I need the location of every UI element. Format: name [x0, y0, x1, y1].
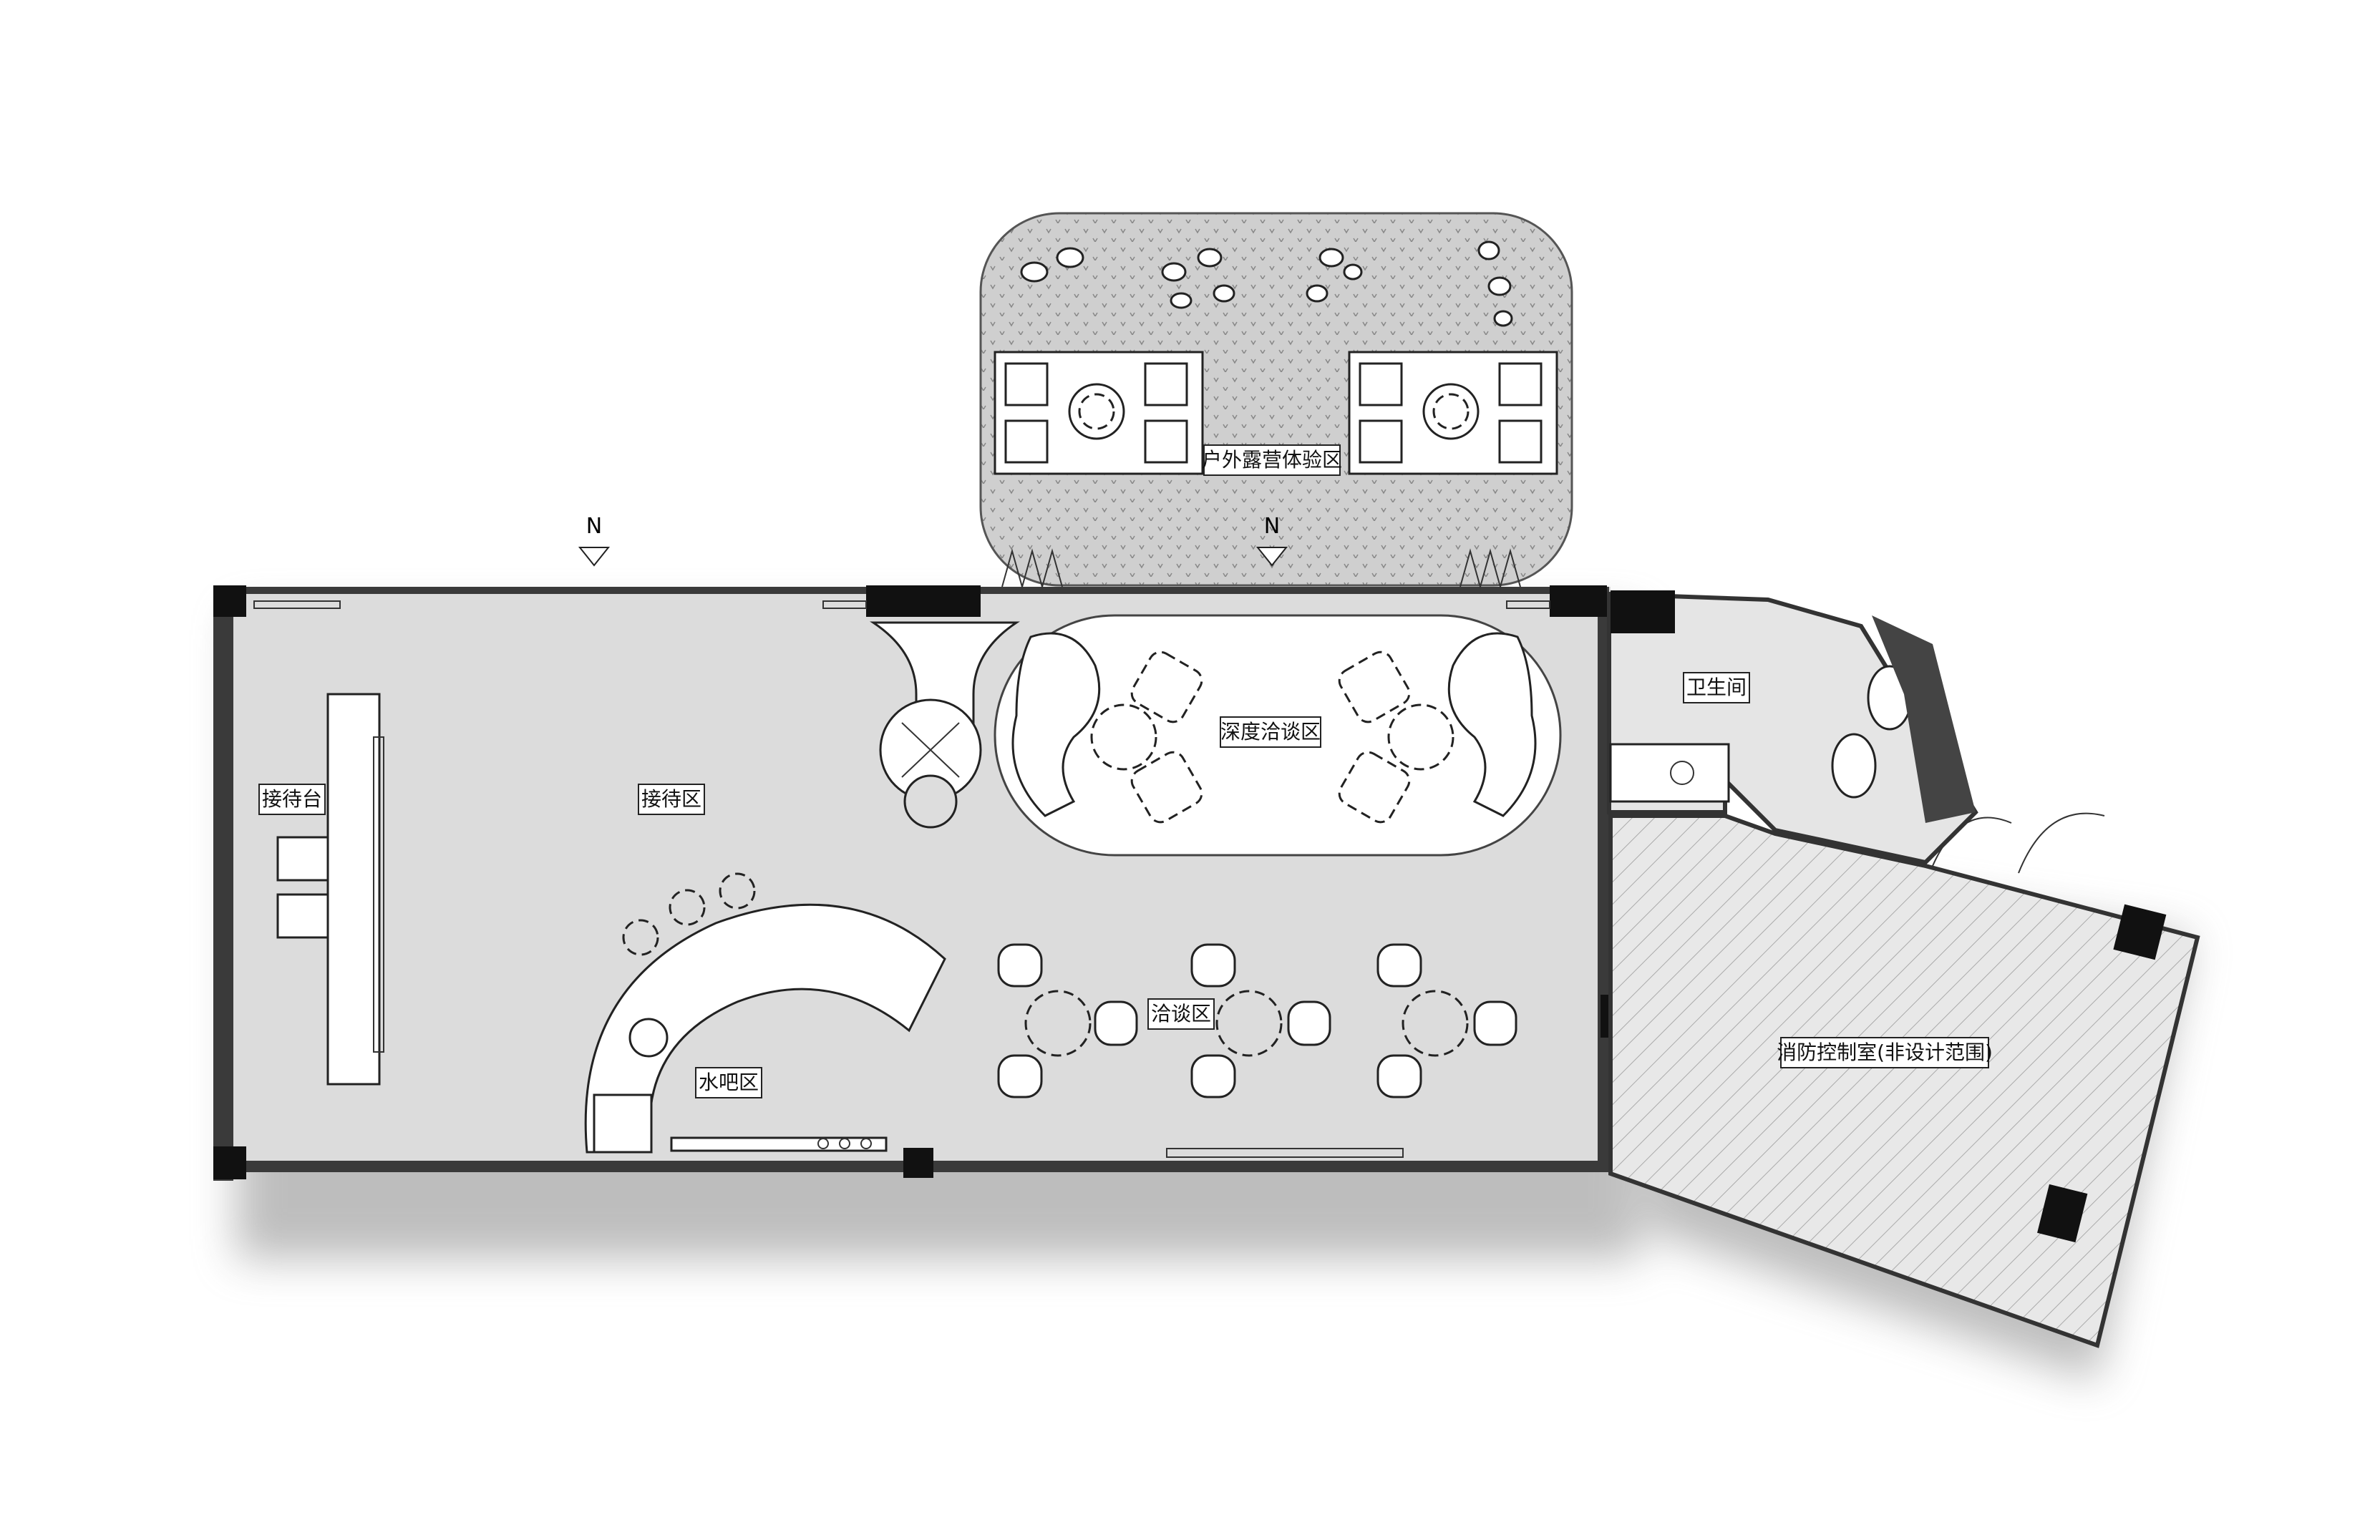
- zone-label-water-bar: 水吧区: [695, 1067, 762, 1098]
- svg-text:户外露营体验区: 户外露营体验区: [1202, 448, 1342, 472]
- restroom: [1607, 590, 1978, 865]
- stepping-stones: [1020, 240, 1513, 327]
- zone-label-fire-control: 消防控制室(非设计范围): [1777, 1037, 1993, 1068]
- water-bar-counter: [584, 872, 946, 1154]
- west-wall: [213, 587, 233, 1181]
- zone-label-negotiation: 洽谈区: [1147, 998, 1215, 1030]
- zone-label-reception-desk: 接待台: [258, 784, 326, 815]
- svg-text:接待区: 接待区: [641, 787, 701, 811]
- fire-control-room: [1608, 812, 2200, 1348]
- folding-door-left: [1001, 548, 1063, 590]
- svg-text:深度洽谈区: 深度洽谈区: [1220, 720, 1321, 744]
- north-label: N: [586, 514, 602, 539]
- folding-door-right: [1459, 548, 1521, 590]
- outdoor-camping-area: [979, 212, 1573, 587]
- reception-round-table: [870, 621, 1020, 829]
- svg-text:洽谈区: 洽谈区: [1151, 1002, 1211, 1025]
- negotiation-table: [1402, 990, 1469, 1057]
- negotiation-tables: [997, 943, 1517, 1098]
- camping-table-left: [994, 351, 1204, 475]
- camping-table-right: [1348, 351, 1558, 475]
- svg-text:消防控制室(非设计范围): 消防控制室(非设计范围): [1777, 1041, 1993, 1064]
- south-window: [1166, 1148, 1404, 1158]
- north-marker-left: N: [578, 514, 611, 567]
- negotiation-table: [1215, 990, 1283, 1057]
- north-label: N: [1264, 514, 1280, 539]
- zone-label-reception-area: 接待区: [638, 784, 705, 815]
- svg-text:接待台: 接待台: [262, 787, 322, 811]
- zone-label-deep-negotiation: 深度洽谈区: [1220, 716, 1321, 748]
- zone-label-outdoor-camping: 户外露营体验区: [1202, 444, 1342, 476]
- reception-desk: [276, 693, 384, 1086]
- svg-text:卫生间: 卫生间: [1686, 676, 1747, 699]
- north-marker-right: N: [1255, 514, 1288, 567]
- zone-label-restroom: 卫生间: [1683, 672, 1750, 703]
- negotiation-table: [1024, 990, 1092, 1057]
- svg-text:水吧区: 水吧区: [699, 1071, 759, 1094]
